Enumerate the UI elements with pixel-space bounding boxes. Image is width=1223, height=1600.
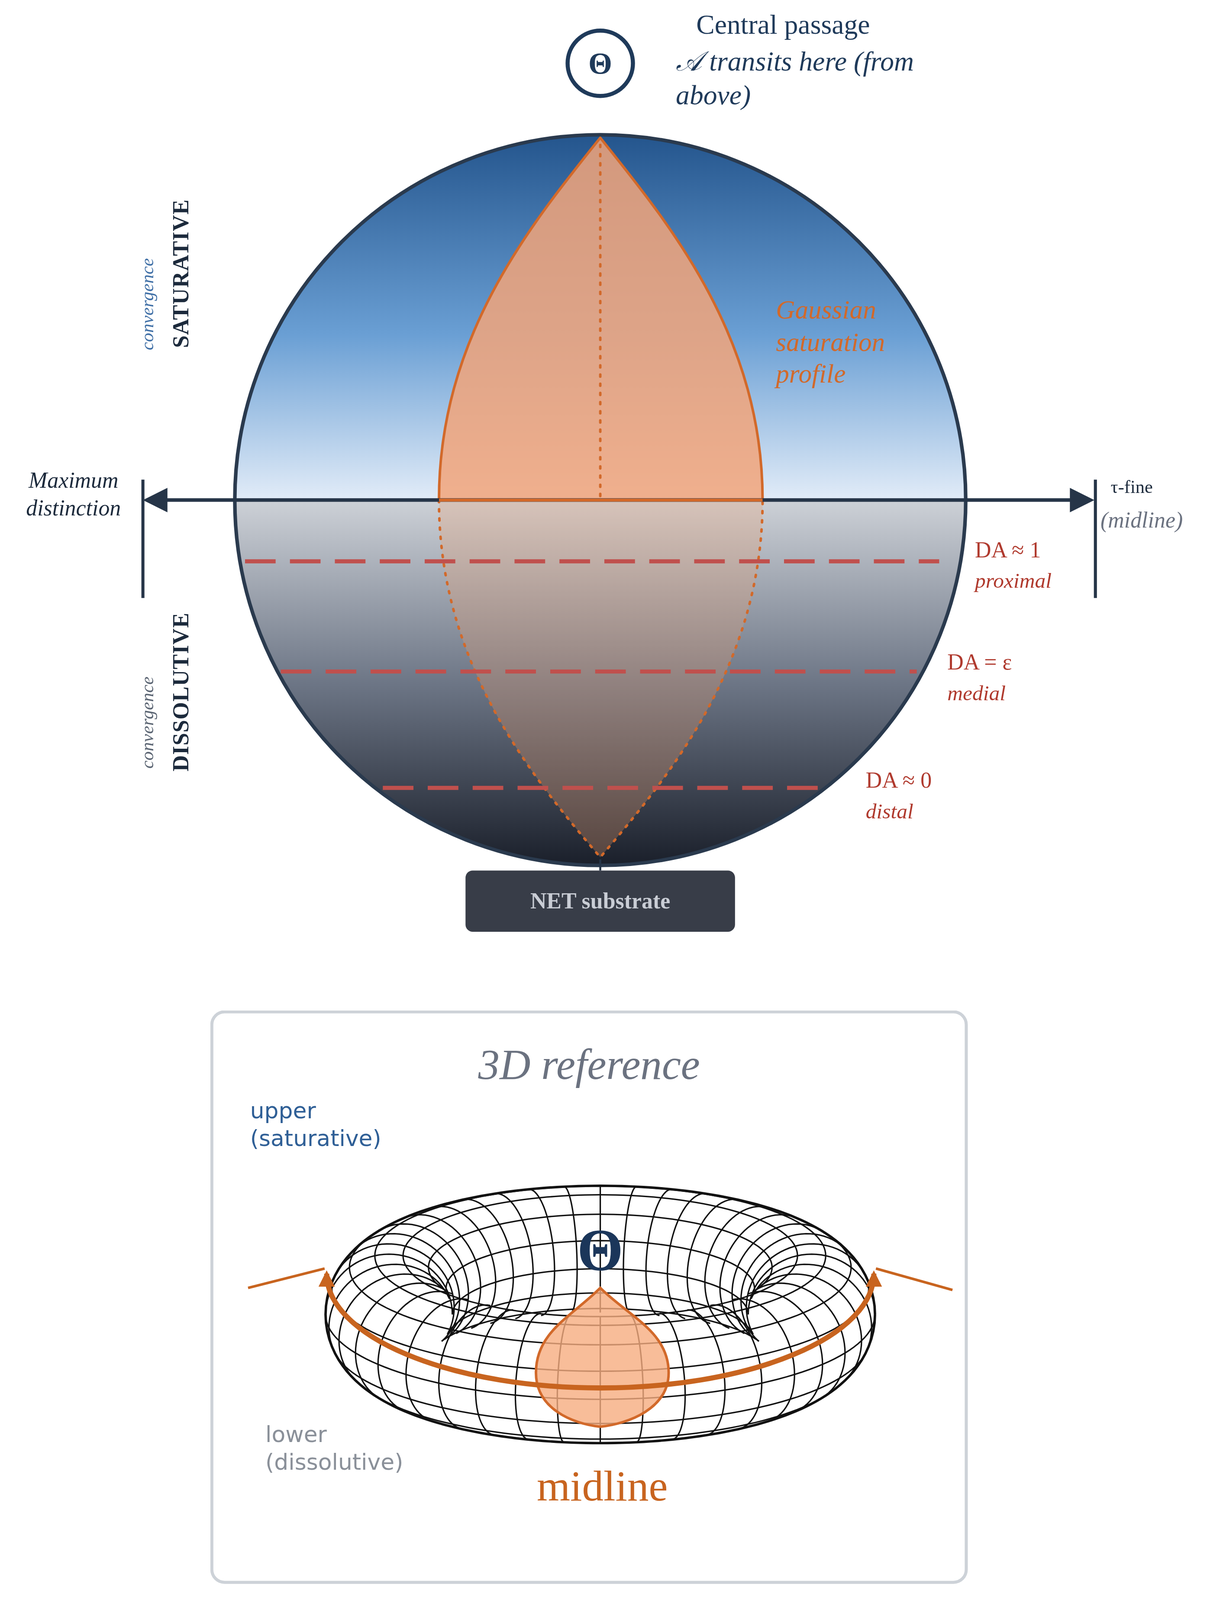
torus-grid-line (755, 1283, 846, 1354)
axis-arrowhead (1069, 487, 1095, 513)
da-value: DA ≈ 0 (865, 767, 932, 795)
substrate-link (599, 859, 602, 872)
axis-tick (1093, 479, 1098, 599)
da-lines (245, 561, 940, 788)
torus-grid-line (495, 1193, 533, 1320)
torus-grid-line (671, 1395, 685, 1441)
midline-leader (248, 1268, 325, 1289)
da-zone: distal (865, 799, 914, 826)
region-qualifier: convergence (136, 676, 160, 769)
node-text: 3D reference (477, 1040, 700, 1090)
torus-grid-line (356, 1234, 460, 1342)
da-zone: proximal (974, 568, 1052, 595)
axis-tick (141, 479, 145, 599)
da-value: DA ≈ 1 (974, 536, 1041, 565)
region-name: DISSOLUTIVE (167, 612, 196, 772)
torus-grid-line (707, 1390, 726, 1436)
torus-grid-line (433, 1206, 496, 1330)
profile-label: Gaussian saturation profile (775, 293, 930, 391)
profile-axis (599, 145, 602, 499)
torus-grid-line (378, 1224, 469, 1340)
torus-grid-line (741, 1234, 845, 1342)
region-name: SATURATIVE (167, 199, 196, 349)
axis-arrowhead (142, 487, 168, 513)
torus-grid-line (752, 1288, 755, 1297)
axis-end-note: (midline) (1100, 507, 1183, 535)
torus-grid-line (687, 1199, 739, 1324)
torus-grid-line (355, 1283, 446, 1354)
passage-title: Central passage (696, 8, 870, 42)
passage-circle: Θ (565, 28, 635, 98)
torus-grid-line (667, 1193, 706, 1320)
node-text: Θ (588, 45, 613, 81)
region-qualifier: convergence (136, 258, 160, 351)
profile-reflection-outline (438, 500, 763, 858)
passage-note: 𝒜 transits here (from above) (675, 45, 921, 113)
midline-leader (875, 1268, 953, 1291)
node-text: NET substrate (530, 888, 671, 915)
torus-region: upper (saturative) (250, 1098, 404, 1154)
torus-region: lower (dissolutive) (265, 1422, 429, 1478)
midline-title: midline (536, 1461, 668, 1514)
axis-end-label: τ-fine (1110, 476, 1153, 500)
torus-grid-line (461, 1199, 514, 1324)
distinction-axis (153, 498, 1085, 502)
profile-base (438, 498, 763, 502)
torus (325, 1186, 875, 1444)
torus-outline (325, 1186, 875, 1444)
da-value: DA = ε (947, 649, 1012, 677)
da-zone: medial (947, 680, 1006, 707)
torus-grid-line (515, 1395, 529, 1441)
torus-symbol: Θ (577, 1215, 623, 1288)
torus-profile (535, 1288, 669, 1428)
gaussian-profile (438, 137, 763, 501)
profile-reflection (438, 500, 763, 858)
torus-grid-line (843, 1341, 862, 1382)
substrate-box: NET substrate (465, 870, 736, 932)
axis-end-label: Maximum distinction (6, 467, 141, 523)
torus-grid-line (338, 1341, 357, 1382)
torus-grid-line (475, 1390, 494, 1436)
torus-grid-line (325, 1254, 453, 1315)
torus-grid-line (704, 1206, 767, 1330)
torus-grid-line (756, 1267, 772, 1290)
torus-grid-line (428, 1214, 773, 1291)
midline-arc (326, 1274, 875, 1389)
